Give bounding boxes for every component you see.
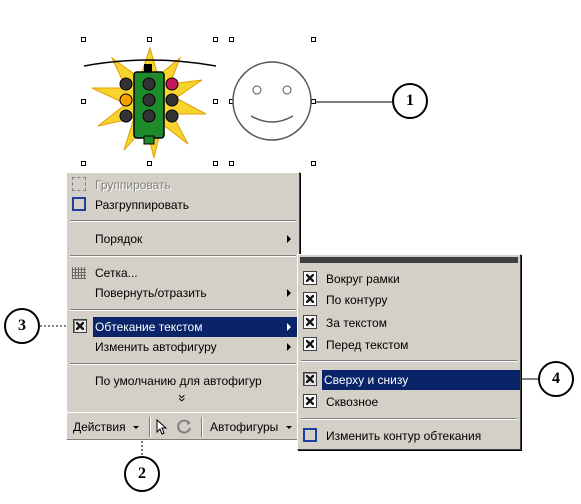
menu-item-text-wrapping[interactable]: Обтекание текстом [93,317,299,337]
dropdown-arrow-icon [285,426,292,430]
menu-separator [301,418,517,420]
top-and-bottom-icon [303,372,317,386]
menu-item-ungroup[interactable]: Разгруппировать [67,195,299,215]
menu-item-label: Вокруг рамки [326,272,400,286]
behind-text-icon [303,315,317,329]
dropdown-arrow-icon [132,426,139,430]
selection-handle[interactable] [81,161,86,166]
text-wrapping-submenu: Вокруг рамки По контуру За текстом Перед… [297,254,521,450]
traffic-light-clipart[interactable] [84,40,216,164]
menu-item-label: Разгруппировать [95,198,190,212]
wrap-through-icon [303,394,317,408]
callout-2: 2 [124,456,160,492]
menu-item-change-autoshape[interactable]: Изменить автофигуру [67,337,299,357]
menu-item-wrap-tight[interactable]: По контуру [298,290,520,310]
menu-item-label: Изменить автофигуру [95,340,217,354]
menu-item-rotate-flip[interactable]: Повернуть/отразить [67,283,299,303]
drawing-toolbar: Действия Автофигуры [66,412,298,440]
menu-separator [70,363,296,365]
selection-handle[interactable] [81,99,86,104]
menu-separator [70,220,296,222]
menu-item-label: Сетка... [95,266,138,280]
text-wrapping-icon [73,319,87,333]
menu-item-wrap-square[interactable]: Вокруг рамки [298,269,520,289]
menu-item-top-and-bottom[interactable]: Сверху и снизу [322,370,520,390]
draw-menu: Группировать Разгруппировать Порядок Сет… [66,172,300,414]
menu-item-label: По умолчанию для автофигур [95,374,262,388]
menu-item-in-front-of-text[interactable]: Перед текстом [298,335,520,355]
edit-wrap-points-icon [303,428,317,442]
menu-item-label: Порядок [95,232,143,246]
callout-1: 1 [392,83,428,119]
menu-separator [70,309,296,311]
selection-handle[interactable] [147,37,152,42]
grid-icon [72,267,86,279]
free-rotate-icon[interactable] [177,419,193,435]
menu-separator [301,360,517,362]
autoshapes-button[interactable]: Автофигуры [206,418,292,436]
menu-item-autoshape-defaults[interactable]: По умолчанию для автофигур [67,371,299,391]
selection-handle[interactable] [311,37,316,42]
selection-handle[interactable] [229,161,234,166]
menu-item-label: За текстом [326,316,387,330]
menu-item-label: Сверху и снизу [324,373,409,387]
menu-item-label: Изменить контур обтекания [326,429,482,443]
selection-handle[interactable] [311,161,316,166]
smiley-face-shape[interactable] [231,60,313,142]
menu-item-grid[interactable]: Сетка... [67,263,299,283]
menu-item-label: Сквозное [326,395,379,409]
submenu-arrow-icon [287,323,291,331]
actions-label: Действия [73,420,126,434]
toolbar-separator [149,417,151,437]
wrap-square-icon [303,271,317,285]
submenu-arrow-icon [287,235,291,243]
submenu-arrow-icon [287,343,291,351]
callout-4: 4 [538,361,574,397]
in-front-of-text-icon [303,337,317,351]
submenu-title-bar [300,257,518,263]
menu-item-behind-text[interactable]: За текстом [298,313,520,333]
actions-button[interactable]: Действия [69,418,139,436]
selection-handle[interactable] [147,161,152,166]
menu-item-label: Перед текстом [326,338,409,352]
menu-separator [70,255,296,257]
selection-handle[interactable] [213,161,218,166]
menu-item-edit-wrap-points[interactable]: Изменить контур обтекания [298,426,520,446]
selection-handle[interactable] [213,37,218,42]
expand-menu-chevron-icon[interactable]: » [175,394,191,402]
selection-handle[interactable] [81,37,86,42]
select-objects-pointer-icon[interactable] [155,419,169,435]
menu-item-label: Обтекание текстом [95,320,203,334]
group-icon [72,177,86,191]
menu-item-label: По контуру [326,293,388,307]
submenu-arrow-icon [287,289,291,297]
menu-item-group[interactable]: Группировать [67,175,299,195]
menu-item-order[interactable]: Порядок [67,229,299,249]
menu-item-wrap-through[interactable]: Сквозное [298,392,520,412]
selection-handle[interactable] [213,99,218,104]
selection-handle[interactable] [229,37,234,42]
autoshapes-label: Автофигуры [210,420,279,434]
menu-item-label: Группировать [95,178,171,192]
callout-3: 3 [4,308,40,344]
menu-item-label: Повернуть/отразить [95,286,207,300]
ungroup-icon [72,197,86,211]
wrap-tight-icon [303,292,317,306]
toolbar-separator [201,417,203,437]
